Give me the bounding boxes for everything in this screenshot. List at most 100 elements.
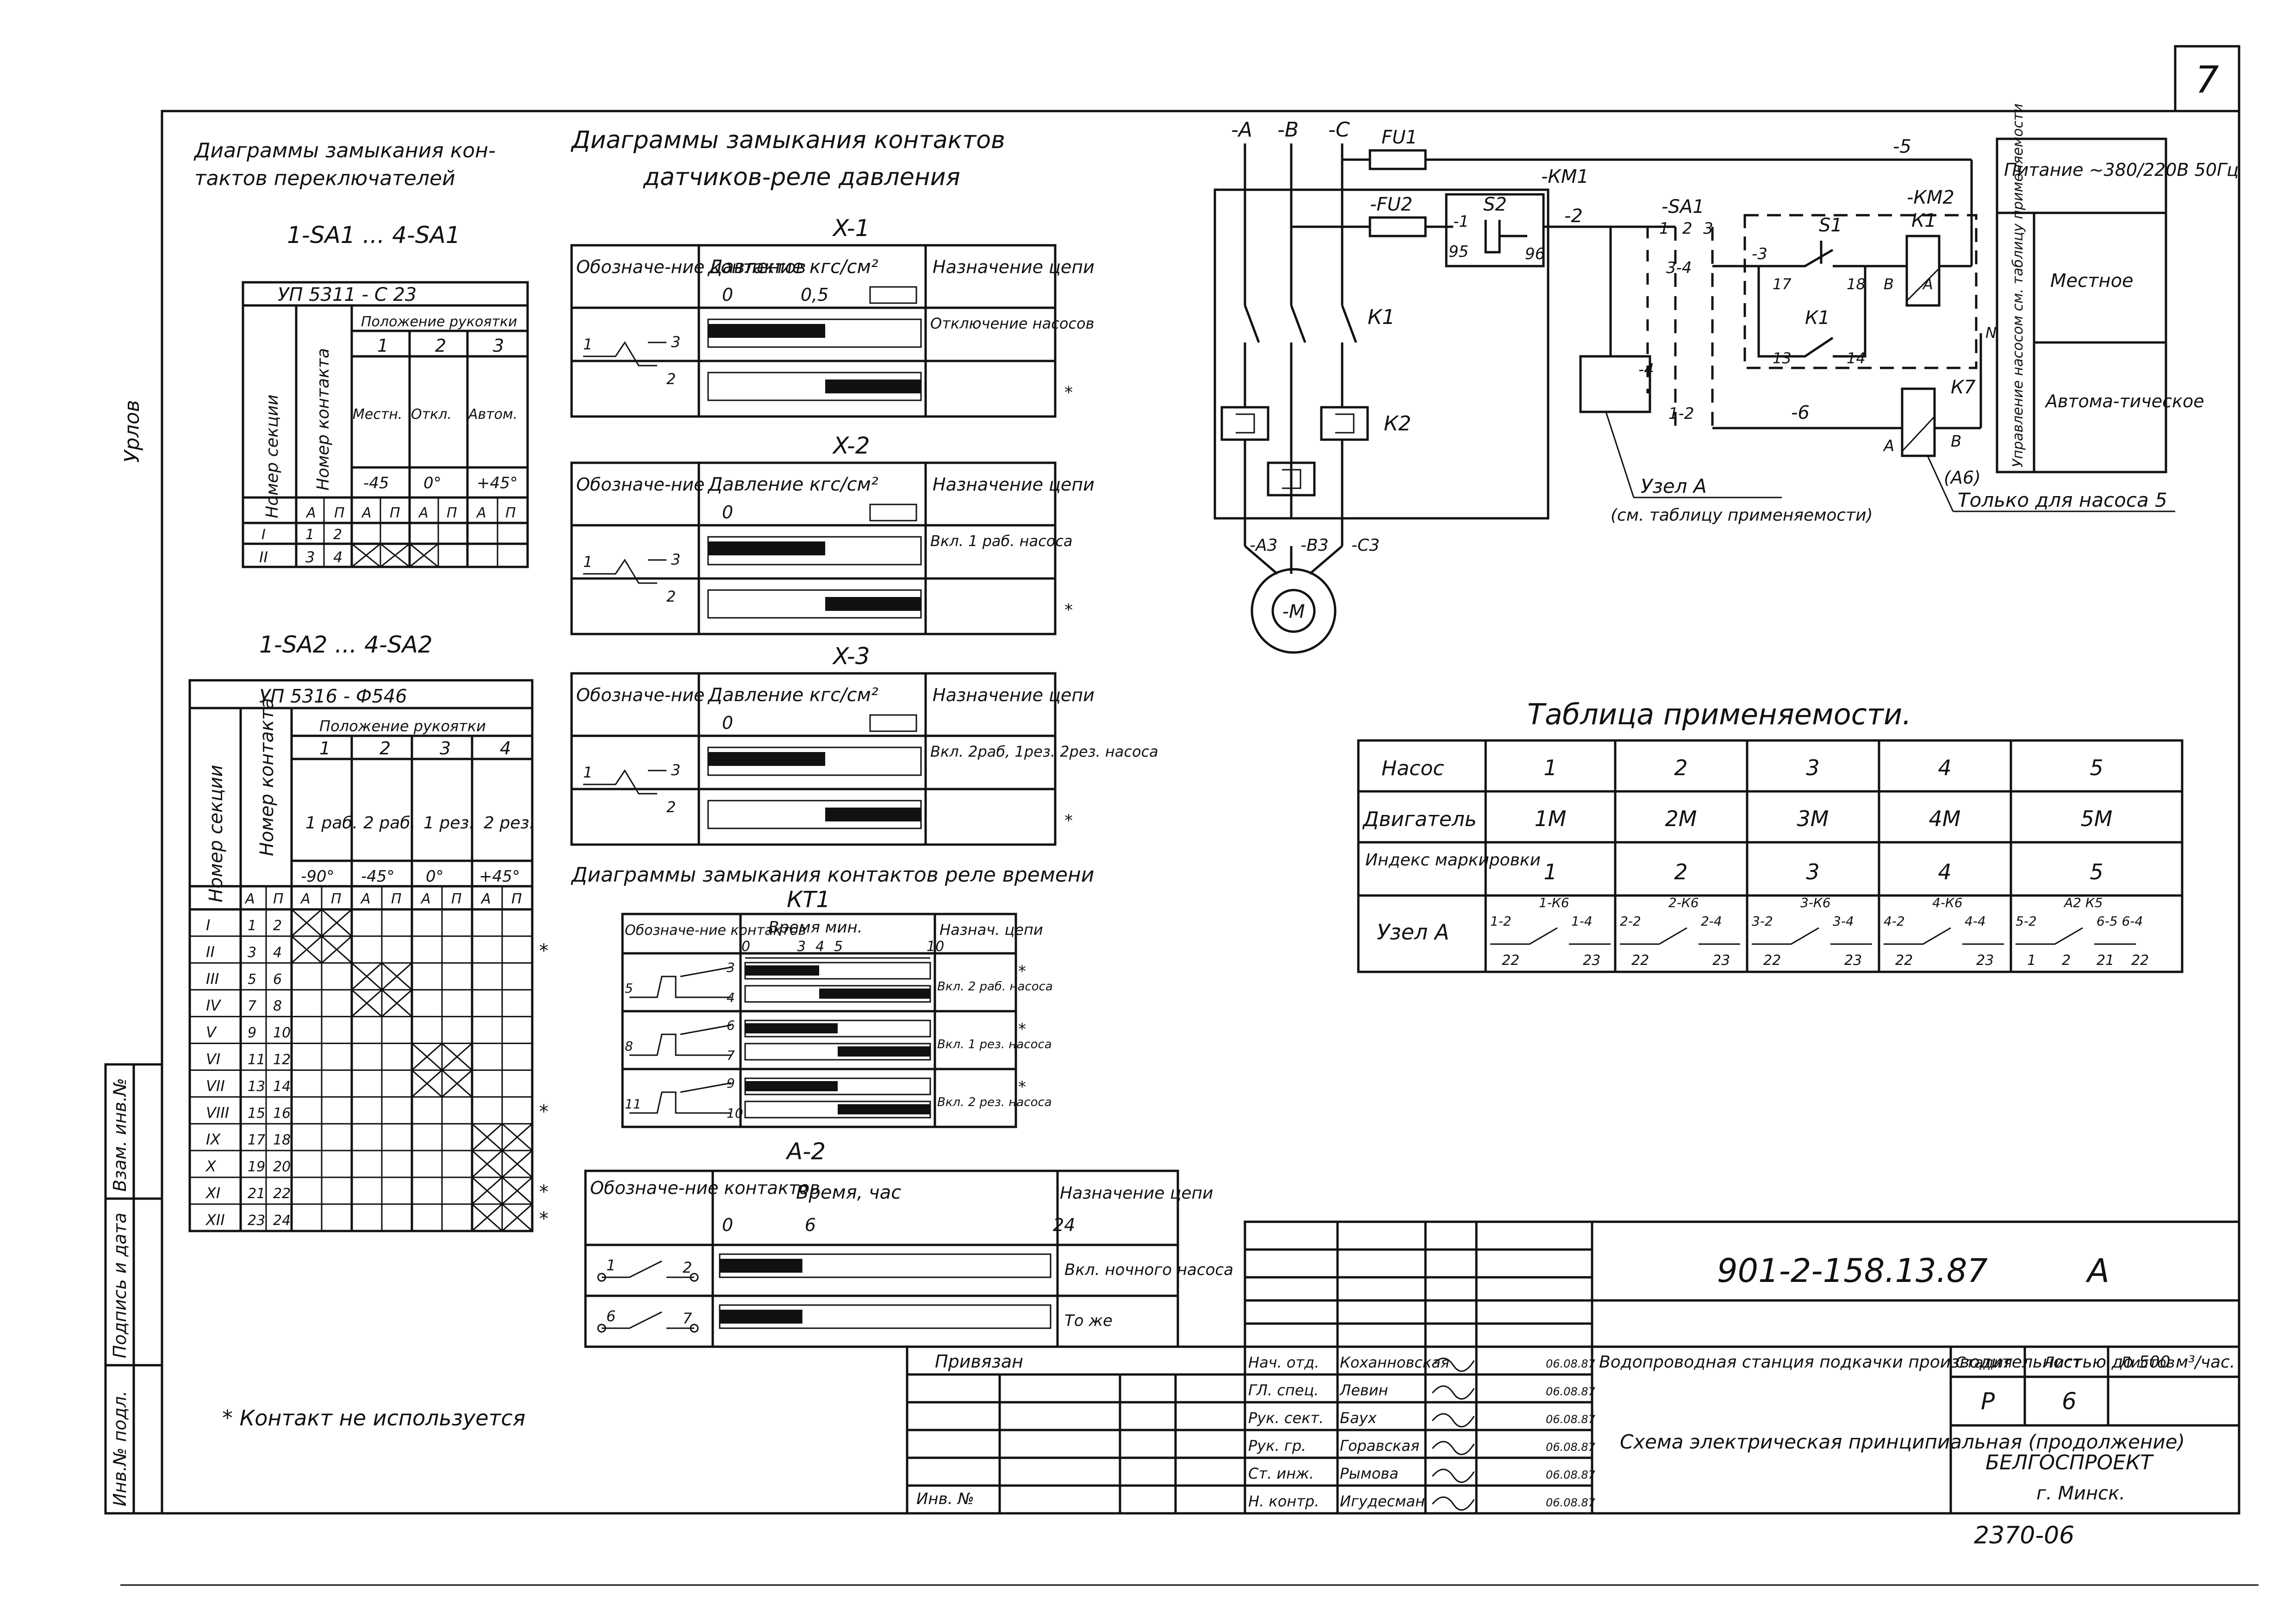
sa2-row-contact: 5 [248, 971, 256, 988]
pressure-contact-symbol [583, 559, 666, 584]
net-96: 96 [1525, 245, 1545, 263]
sa2-contact-header: Номер контакта [256, 698, 278, 856]
switch-title-line2: тактов переключателей [194, 167, 455, 190]
sa2-sub-label: П [391, 891, 402, 907]
sa2-x-mark [291, 935, 322, 964]
fu1-label: FU1 [1381, 127, 1418, 148]
sa1-contact-header: Номер контакта [314, 348, 333, 491]
sa2-row-contact: 8 [273, 998, 282, 1014]
sa1-row1-contact-b: 2 [333, 527, 342, 543]
app-index: 2 [1674, 859, 1687, 884]
sa2-x-mark [411, 1043, 442, 1071]
pressure-contact-label: 1 [583, 553, 592, 571]
stamp-label-1: Инв.№ подл. [110, 1391, 130, 1506]
sa2-x-mark [472, 1150, 503, 1178]
sa1-sub-6: П [447, 505, 457, 521]
app-node-bottom: 22 [1895, 952, 1913, 969]
tb-sheet-label: Лист [2043, 1354, 2081, 1371]
motor-label: -М [1282, 601, 1305, 622]
tb-date: 06.08.87 [1546, 1468, 1596, 1481]
app-node-bottom: 23 [1583, 952, 1600, 969]
pressure-col-designation: Обозначе-ние [576, 474, 704, 495]
pressure-col-purpose: Назначение цепи [933, 257, 1095, 277]
net-b-low: В [1951, 432, 1961, 451]
app-head-index: Индекс маркировки [1365, 851, 1541, 870]
sa2-row-contact: 7 [248, 998, 256, 1014]
kt1-purpose: Вкл. 2 раб. насоса [937, 980, 1053, 994]
kt1-contact-label: 9 [727, 1076, 735, 1091]
kt1-contact-label: 8 [625, 1038, 633, 1054]
sa1-row1-contact-a: 1 [305, 527, 314, 543]
sa2-row-section: III [206, 970, 219, 988]
sa1-model: УП 5311 - С 23 [278, 284, 417, 305]
kt1-contact-label: 7 [727, 1048, 735, 1063]
kt1-col-time: Время мин. [768, 918, 863, 937]
sa2-row-section: IX [206, 1131, 221, 1148]
pressure-bar-closed [825, 379, 921, 393]
tb-stage: Р [1981, 1388, 1995, 1415]
tb-role: Ст. инж. [1248, 1465, 1314, 1482]
node-note-sub: (см. таблицу применяемости) [1611, 506, 1873, 525]
pressure-block-name: X-1 [832, 215, 870, 242]
sa2-pos-2: 2 [380, 738, 391, 759]
pressure-contact-label: 1 [583, 336, 592, 353]
control-circuit: -SA1 1 2 3 3-4 1-2 -4 Узел А (см. таблиц… [1579, 160, 2175, 525]
a2-purpose: Вкл. ночного насоса [1064, 1261, 1233, 1279]
a2-scale-label: 0 [722, 1215, 733, 1235]
kt1-contact-label: 3 [727, 960, 735, 975]
kt1-contact-label: 5 [625, 981, 633, 996]
sa2-sub-label: П [511, 891, 522, 907]
tb-stage-label: Стадия [1955, 1354, 2012, 1371]
app-node-bottom: 22 [1631, 952, 1649, 969]
app-node-tag: А2 К5 [2063, 895, 2103, 910]
app-node-bottom: 2 [2062, 952, 2071, 969]
app-node-contact [1884, 927, 2004, 945]
tb-name: Баух [1340, 1409, 1377, 1427]
sa2-sub-label: А [244, 891, 255, 907]
tb-signature [1431, 1357, 1475, 1372]
k1-power-label: К1 [1368, 305, 1395, 329]
kt1-bar-open [745, 1023, 838, 1033]
sa2-row-contact: 4 [273, 945, 282, 961]
app-index: 1 [1543, 859, 1557, 884]
sa1-sub-5: А [418, 505, 429, 521]
app-node-right: 6-5 6-4 [2097, 914, 2143, 929]
pressure-scale-box [869, 714, 917, 732]
pressure-contact-label: 3 [671, 551, 680, 568]
sa2-row-contact: 21 [248, 1186, 265, 1202]
a2-scale-label: 6 [805, 1215, 816, 1235]
net-18: 18 [1847, 275, 1866, 293]
sa2-x-mark [351, 962, 382, 990]
unused-asterisk: * [1018, 1078, 1026, 1096]
supply-row-local: Местное [2050, 270, 2134, 292]
tb-sheet-title: Схема электрическая принципиальная (прод… [1620, 1430, 2185, 1453]
stamp-label-3: Взам. инв.№ [110, 1078, 130, 1192]
footnote: * Контакт не используется [222, 1405, 525, 1430]
a2-contact-terminal [597, 1273, 606, 1282]
pressure-purpose: Вкл. 2раб, 1рез. 2рез. насоса [930, 743, 1158, 760]
app-node-bottom: 23 [1844, 952, 1862, 969]
unused-asterisk: * [539, 940, 548, 962]
kt1-bar-open [745, 1081, 838, 1091]
sa2-mode-2: 2 раб. [363, 814, 416, 833]
sa2-x-mark [442, 1070, 473, 1098]
pressure-title-line1: Диаграммы замыкания контактов [571, 126, 1005, 154]
app-head-motor: Двигатель [1362, 808, 1477, 831]
app-node-tag: 1-К6 [1539, 895, 1569, 910]
app-node-contact [1490, 927, 1611, 945]
net-n: N [1985, 324, 1997, 342]
kt1-scale-label: 3 [797, 939, 806, 955]
supply-side-label: Управление насосом см. таблицу применяем… [2010, 104, 2026, 467]
a2-contact-label: 1 [606, 1256, 616, 1274]
a2-col-designation: Обозначе-ние контактов [590, 1178, 820, 1198]
sa2-handle-header: Положение рукоятки [319, 717, 486, 735]
sa2-row-contact: 18 [273, 1132, 291, 1148]
sa2-sub-label: П [511, 891, 522, 907]
app-node-tag: 4-К6 [1932, 895, 1963, 910]
pressure-bar-closed [825, 808, 921, 821]
a2-purpose: То же [1064, 1312, 1113, 1330]
kt1-contact-symbol [629, 1082, 732, 1114]
time-relay-table: Обозначе-ние контактов Время мин. Назнач… [621, 913, 1053, 1128]
tb-role: ГЛ. спец. [1248, 1381, 1319, 1399]
